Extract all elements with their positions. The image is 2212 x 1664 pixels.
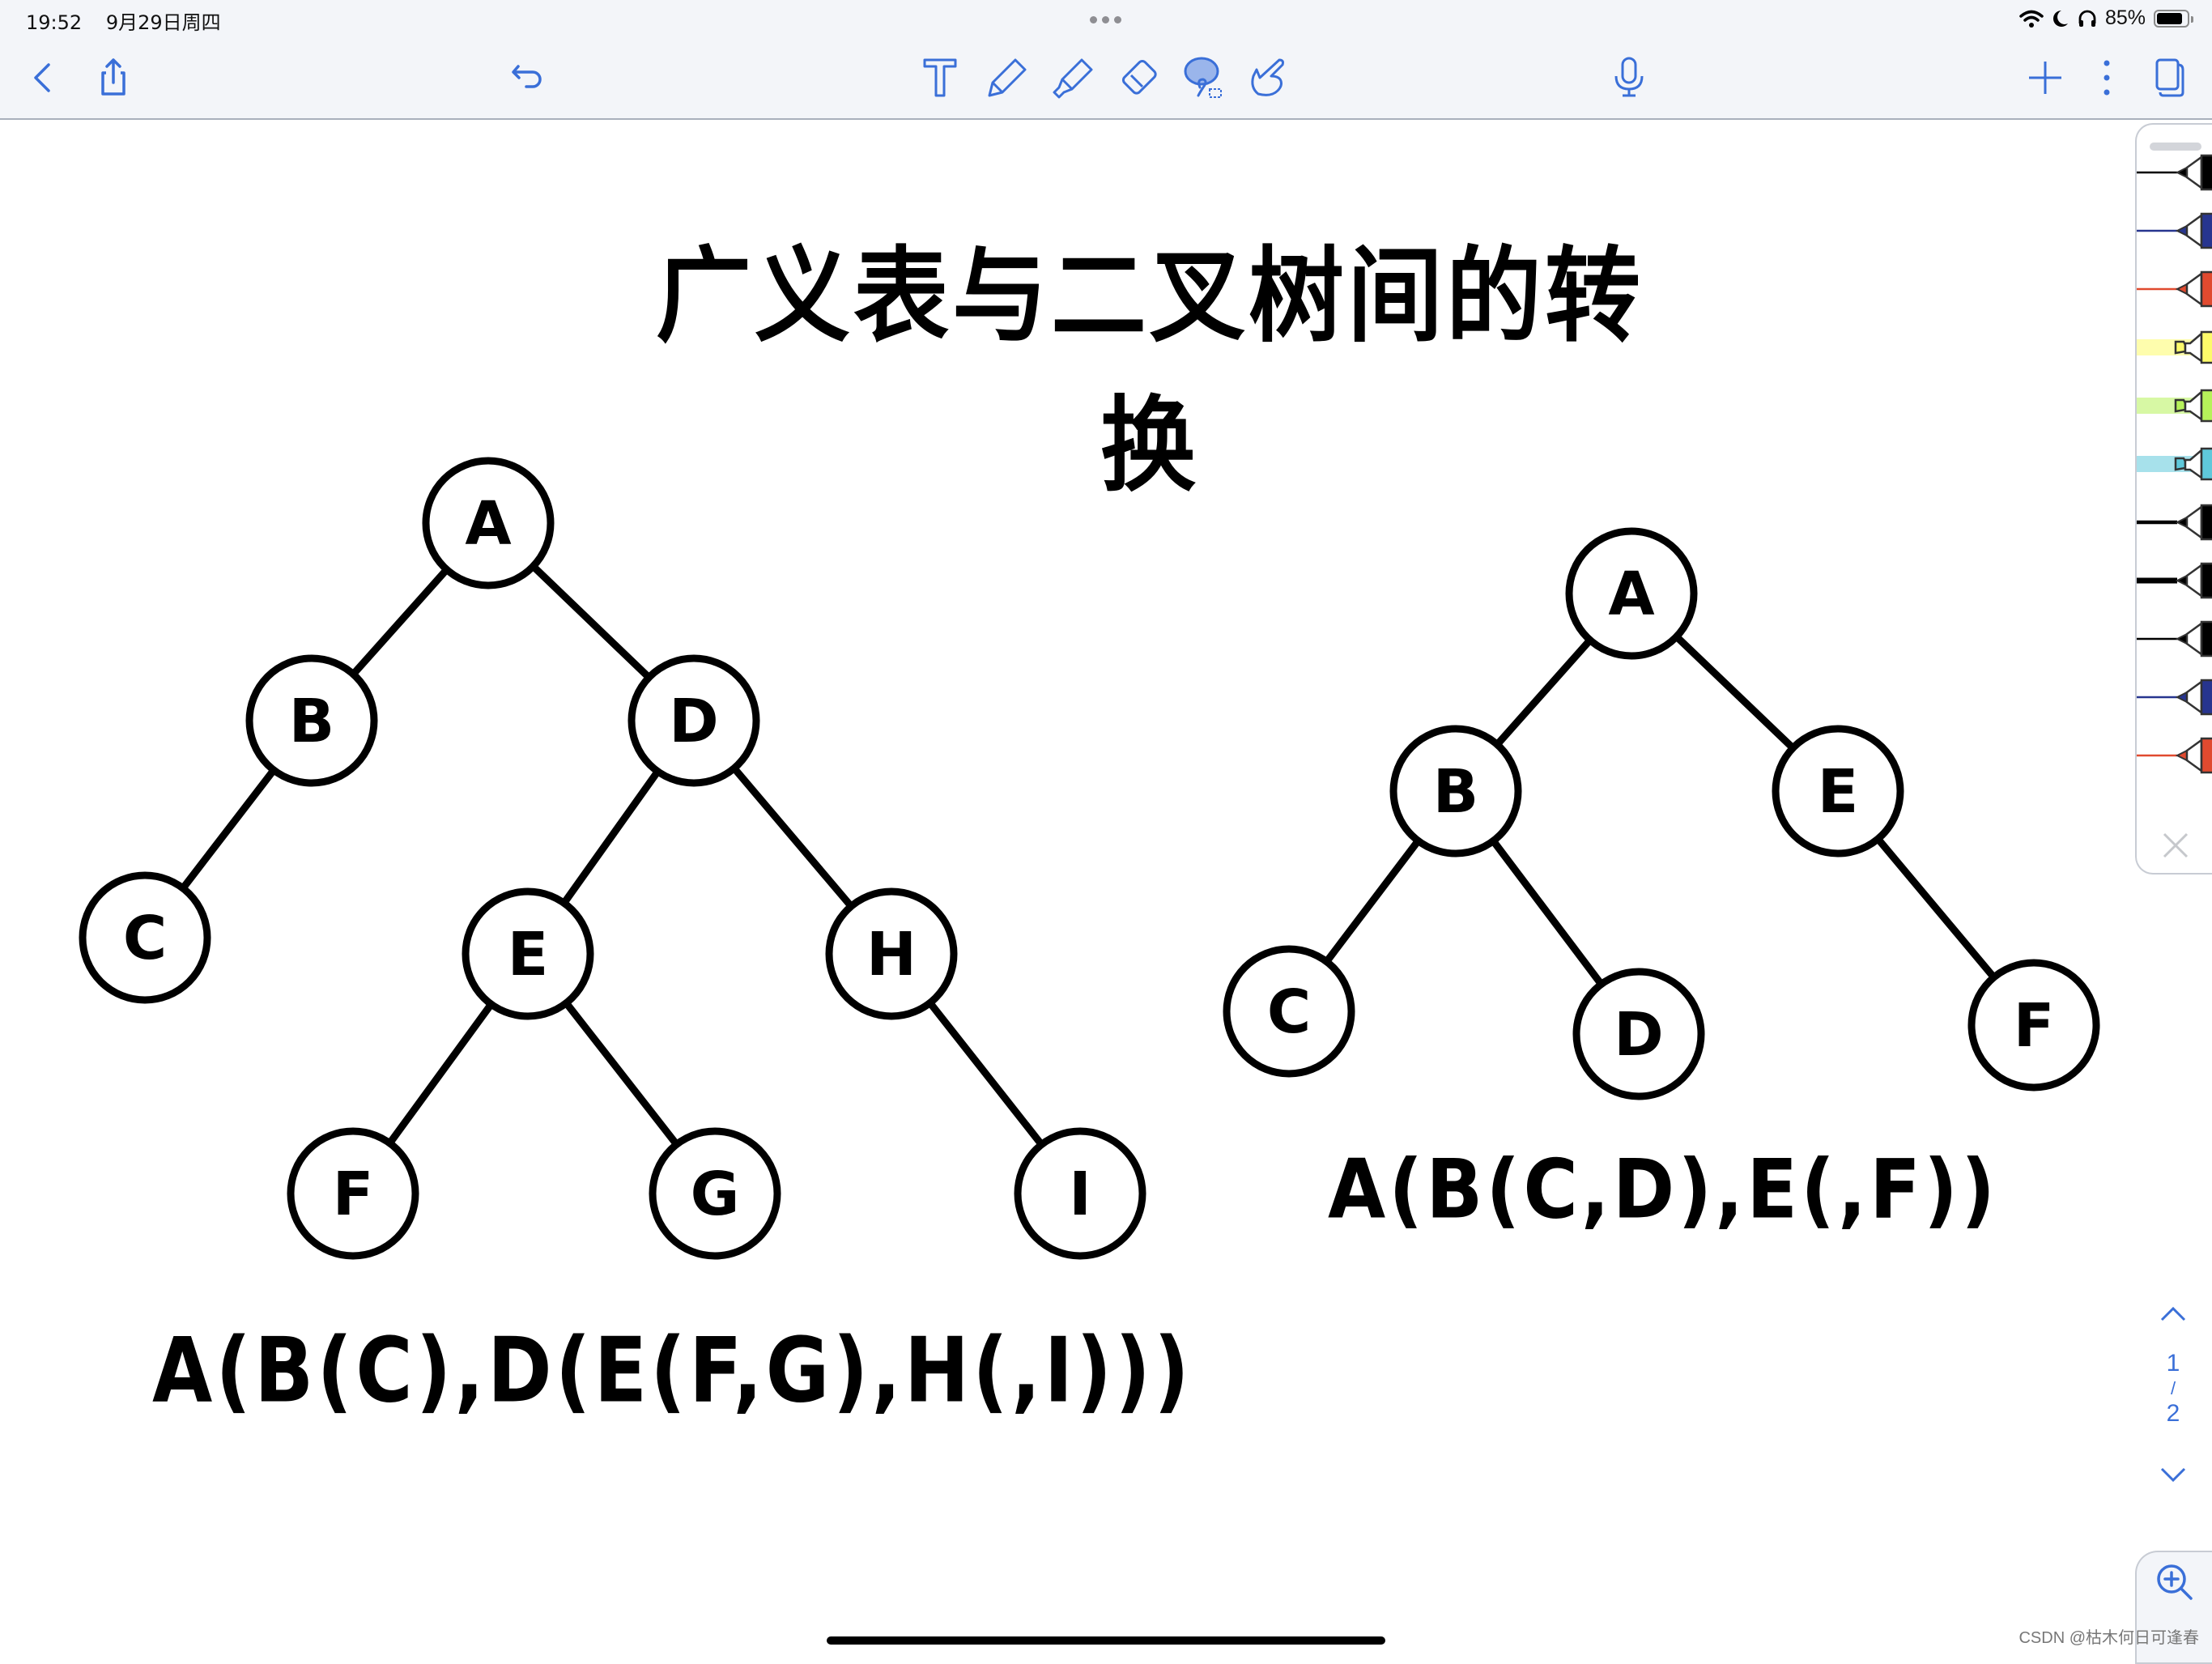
- zoom-panel: [2135, 1551, 2212, 1664]
- status-time: 19:52: [26, 11, 83, 34]
- previous-page-button[interactable]: [2157, 1304, 2189, 1325]
- note-canvas[interactable]: [0, 120, 2212, 1658]
- hand-tool-icon: [1251, 58, 1284, 96]
- share-icon: [101, 58, 125, 96]
- battery-percent: 85%: [2104, 6, 2146, 29]
- pen-swatch[interactable]: [2137, 677, 2212, 717]
- page-navigator: 1 / 2: [2147, 1304, 2199, 1498]
- pen-swatch[interactable]: [2137, 152, 2212, 193]
- chevron-down-icon: [2160, 1467, 2186, 1483]
- highlighter-tool-button[interactable]: [1048, 52, 1100, 104]
- highlighter-icon: [2137, 389, 2212, 423]
- microphone-button[interactable]: [1603, 52, 1655, 104]
- page-separator: /: [2170, 1378, 2176, 1398]
- pen-swatch[interactable]: [2137, 502, 2212, 543]
- back-icon: [34, 63, 50, 92]
- zoom-in-icon: [2157, 1564, 2193, 1600]
- highlighter-tool-icon: [1053, 58, 1093, 99]
- pen-swatch[interactable]: [2137, 619, 2212, 659]
- wifi-icon: [2019, 10, 2044, 28]
- undo-icon: [512, 65, 542, 88]
- status-date: 9月29日周四: [105, 11, 221, 34]
- hand-tool-button[interactable]: [1244, 52, 1295, 104]
- pen-tool-button[interactable]: [981, 52, 1033, 104]
- status-bar: 19:52 9月29日周四 85%: [0, 0, 2212, 40]
- close-sidebar-button[interactable]: [2159, 829, 2192, 862]
- total-pages: 2: [2166, 1400, 2180, 1427]
- pen-swatch[interactable]: [2137, 269, 2212, 309]
- zoom-in-button[interactable]: [2155, 1562, 2195, 1602]
- highlighter-swatch[interactable]: [2137, 327, 2212, 368]
- pen-tool-icon: [988, 58, 1027, 97]
- moon-icon: [2052, 10, 2068, 27]
- home-indicator[interactable]: [827, 1636, 1385, 1645]
- pen-icon: [2137, 154, 2212, 191]
- battery-icon: [2154, 9, 2193, 28]
- microphone-icon: [1614, 57, 1644, 97]
- left-generalized-list: A(B(C),D(E(F,G),H(,I))): [152, 1318, 1193, 1423]
- status-datetime: 19:52 9月29日周四: [26, 6, 239, 35]
- highlighter-swatch[interactable]: [2137, 444, 2212, 484]
- lasso-tool-button[interactable]: [1179, 52, 1231, 104]
- text-tool-icon: [923, 58, 957, 97]
- undo-button[interactable]: [502, 52, 554, 104]
- sidebar-drag-handle[interactable]: [2150, 143, 2201, 151]
- multitasking-dots-icon[interactable]: [1090, 16, 1121, 23]
- more-button[interactable]: [2081, 52, 2133, 104]
- pages-icon: [2155, 58, 2184, 97]
- pen-icon: [2137, 679, 2212, 716]
- highlighter-swatch[interactable]: [2137, 385, 2212, 426]
- watermark: CSDN @枯木何日可逢春: [2018, 1629, 2199, 1647]
- add-icon: [2029, 62, 2061, 94]
- pen-icon: [2137, 212, 2212, 249]
- headphones-icon: [2078, 10, 2096, 27]
- back-button[interactable]: [16, 52, 68, 104]
- pen-swatch[interactable]: [2137, 735, 2212, 776]
- pen-icon: [2137, 562, 2212, 599]
- pen-swatch[interactable]: [2137, 560, 2212, 601]
- pen-icon: [2137, 504, 2212, 541]
- chevron-up-icon: [2160, 1306, 2186, 1321]
- more-icon: [2104, 60, 2110, 96]
- pen-swatch[interactable]: [2137, 211, 2212, 251]
- pages-button[interactable]: [2142, 52, 2194, 104]
- right-generalized-list: A(B(C,D),E(,F)): [1328, 1142, 1999, 1237]
- status-indicators: 85%: [2019, 6, 2193, 30]
- next-page-button[interactable]: [2157, 1464, 2189, 1485]
- text-tool-button[interactable]: [915, 52, 967, 104]
- highlighter-icon: [2137, 330, 2212, 364]
- add-button[interactable]: [2019, 52, 2071, 104]
- pen-icon: [2137, 270, 2212, 308]
- lasso-tool-icon: [1184, 57, 1222, 98]
- share-button[interactable]: [87, 52, 139, 104]
- handwritten-title: 广义表与二叉树间的转换: [655, 235, 1644, 506]
- pen-icon: [2137, 620, 2212, 658]
- highlighter-icon: [2137, 447, 2212, 481]
- close-icon: [2163, 832, 2189, 858]
- current-page: 1: [2166, 1350, 2180, 1377]
- pen-icon: [2137, 737, 2212, 774]
- toolbar: [0, 40, 2212, 120]
- eraser-tool-icon: [1121, 59, 1157, 95]
- pen-sidebar: [2135, 123, 2212, 875]
- eraser-tool-button[interactable]: [1114, 52, 1166, 104]
